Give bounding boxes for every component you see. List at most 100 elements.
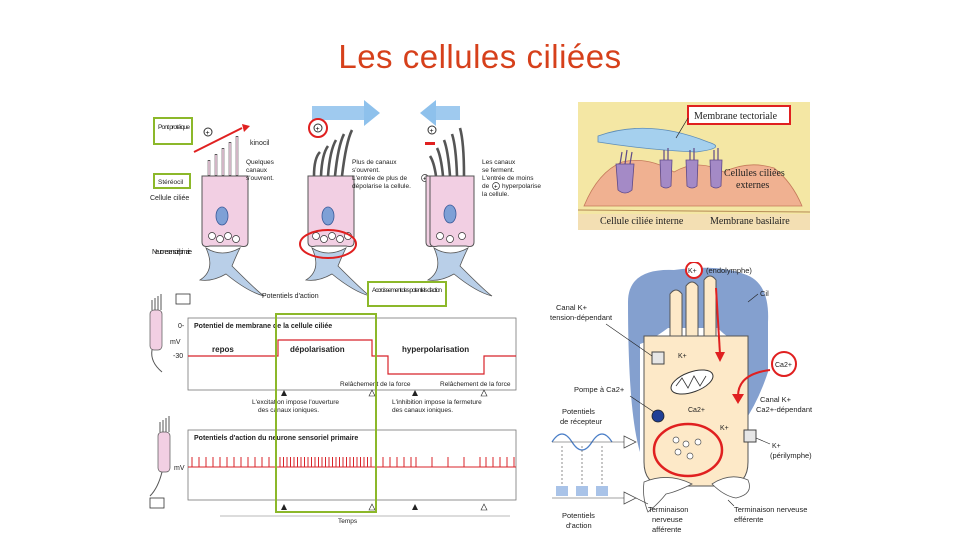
caption-left-2: canaux [246, 167, 268, 174]
mitochondrion-icon [670, 369, 714, 395]
accroissement-label: Accroissement des potentiels d'action [372, 287, 442, 294]
outer-hair-cells [659, 159, 723, 189]
membrane-tectoriale-label: Membrane tectoriale [694, 111, 778, 122]
terminaison-afferente-1: Terminaison [648, 505, 688, 514]
svg-text:+: + [423, 177, 427, 183]
ion-channel-panel: K+ (endolymphe) Cil K+ Canal K+ tension-… [550, 262, 813, 534]
pont-proteique-box [153, 117, 193, 145]
action-potential-spikes [188, 457, 516, 468]
small-hair-cell-icon [149, 293, 191, 373]
tick-minus30: -30 [173, 353, 183, 360]
action-potential-bars [556, 486, 608, 496]
potentiels-action-label: Potentiels d'action [262, 293, 319, 300]
membrane-chart-frame [187, 317, 517, 391]
svg-text:+: + [316, 126, 320, 133]
terminaison-efferente-1: Terminaison nerveuse [734, 505, 807, 514]
svg-text:+: + [494, 185, 498, 191]
cilia [669, 275, 717, 337]
ca-pump-icon [651, 409, 665, 423]
canal-k-label-1: Canal K+ [556, 303, 588, 312]
synapse-highlight [652, 422, 724, 478]
phase-repos: repos [212, 345, 234, 354]
tick-0: 0- [178, 323, 185, 330]
potentiels-recepteur-2: de récepteur [560, 417, 603, 426]
excitation-1: L'excitation impose l'ouverture [252, 399, 339, 406]
phase-hyperpolarisation: hyperpolarisation [402, 345, 469, 354]
ca-ion-label: Ca2+ [775, 362, 792, 369]
cellule-interne-label: Cellule ciliée interne [600, 216, 684, 227]
terminaison-afferente-3: afférente [652, 525, 681, 534]
potentiels-action-1: Potentiels [562, 511, 595, 520]
k-perilymphe-ion: K+ [772, 443, 781, 450]
caption-middle-3: L'entrée de plus de [352, 175, 407, 182]
svg-text:+: + [430, 128, 434, 135]
charts-panel: Potentiel de membrane de la cellule cili… [149, 293, 517, 525]
relachement-2: Relâchement de la force [440, 381, 511, 388]
k-endolymphe-ion: K+ [688, 268, 697, 275]
membrane-chart-title: Potentiel de membrane de la cellule cili… [194, 323, 332, 330]
canal-k-ca-label-2: Ca2+-dépendant [756, 405, 813, 414]
caption-right-4: de [482, 183, 490, 190]
hair-cell-left: + [193, 124, 265, 297]
cil-label: Cil [760, 289, 769, 298]
stereocil-box [153, 173, 191, 189]
inhibition-1: L'inhibition impose la fermeture [392, 399, 482, 406]
small-hair-cell-icon-2 [149, 416, 171, 509]
membrane-potential-line [188, 339, 516, 375]
caption-middle-2: s'ouvrent. [352, 167, 380, 174]
hair-cell-right-panel: + Les canaux se ferment. L'entrée de moi… [425, 125, 541, 297]
caption-right-3: L'entrée de moins [482, 175, 534, 182]
svg-text:+: + [206, 130, 210, 137]
k-channel-icon [651, 351, 665, 365]
depolarisation-highlight [275, 313, 377, 513]
caption-middle-1: Plus de canaux [352, 159, 397, 166]
k-endolymphe-label: (endolymphe) [706, 266, 752, 275]
membrane-tectoriale-box [687, 105, 791, 125]
pont-proteique-label: Pont protéique [158, 124, 190, 131]
temps-label: Temps [338, 518, 358, 525]
potentiels-recepteur-1: Potentiels [562, 407, 595, 416]
excitation-2: des canaux ioniques. [258, 407, 319, 414]
kinocil-label: kinocil [250, 140, 270, 147]
membrane-basilaire-label: Membrane basilaire [710, 216, 790, 227]
membrane-tectoriale-shape [597, 127, 717, 153]
caption-left-1: Quelques [246, 159, 275, 166]
cochlea-illustration: Membrane tectoriale Cellules ciliées ext… [578, 105, 810, 230]
hair-cell-right-body: + [425, 125, 493, 297]
blue-arrow-right-icon [312, 100, 380, 126]
terminaison-efferente-2: efférente [734, 515, 763, 524]
hair-cell-middle: + [299, 118, 371, 297]
cellules-externes-label-1: Cellules ciliées [724, 168, 785, 179]
caption-left-3: s'ouvrent. [246, 175, 274, 182]
stereocil-label: Stéréocil [158, 179, 184, 186]
terminaison-afferente-2: nerveuse [652, 515, 683, 524]
cellule-ciliee-label: Cellule ciliée [150, 195, 189, 202]
blue-arrow-left-icon [420, 100, 460, 126]
action-unit: mV [174, 465, 185, 472]
potentiels-action-2: d'action [566, 521, 592, 530]
inner-hair-cell [615, 149, 635, 194]
k-ca-channel-icon [743, 429, 757, 443]
canal-k-ca-label-1: Canal K+ [760, 395, 792, 404]
ca-inside-label: Ca2+ [688, 407, 705, 414]
afferent-ending [643, 477, 693, 513]
canal-k-label-2: tension-dépendant [550, 313, 613, 322]
pompe-label: Pompe à Ca2+ [574, 385, 625, 394]
efferent-ending [711, 476, 750, 499]
caption-middle-4: dépolarise la cellule. [352, 183, 411, 190]
action-chart-frame [187, 429, 517, 501]
cellules-externes-label-2: externes [736, 180, 769, 191]
k-perilymphe-label: (périlymphe) [770, 451, 812, 460]
endolymph-region [628, 267, 769, 452]
inhibition-2: des canaux ioniques. [392, 407, 453, 414]
accroissement-box [367, 281, 447, 307]
k-channel-label: K+ [678, 353, 687, 360]
caption-right-5: hyperpolarise [502, 183, 541, 190]
slide-title: Les cellules ciliées [338, 38, 622, 75]
k-inside-label: K+ [720, 425, 729, 432]
vesicles [672, 436, 702, 460]
caption-right-1: Les canaux [482, 159, 516, 166]
neurone-label: Neurone sensoriel primaire [152, 249, 192, 256]
caption-right-2: se ferment. [482, 167, 515, 174]
membrane-unit: mV [170, 339, 181, 346]
